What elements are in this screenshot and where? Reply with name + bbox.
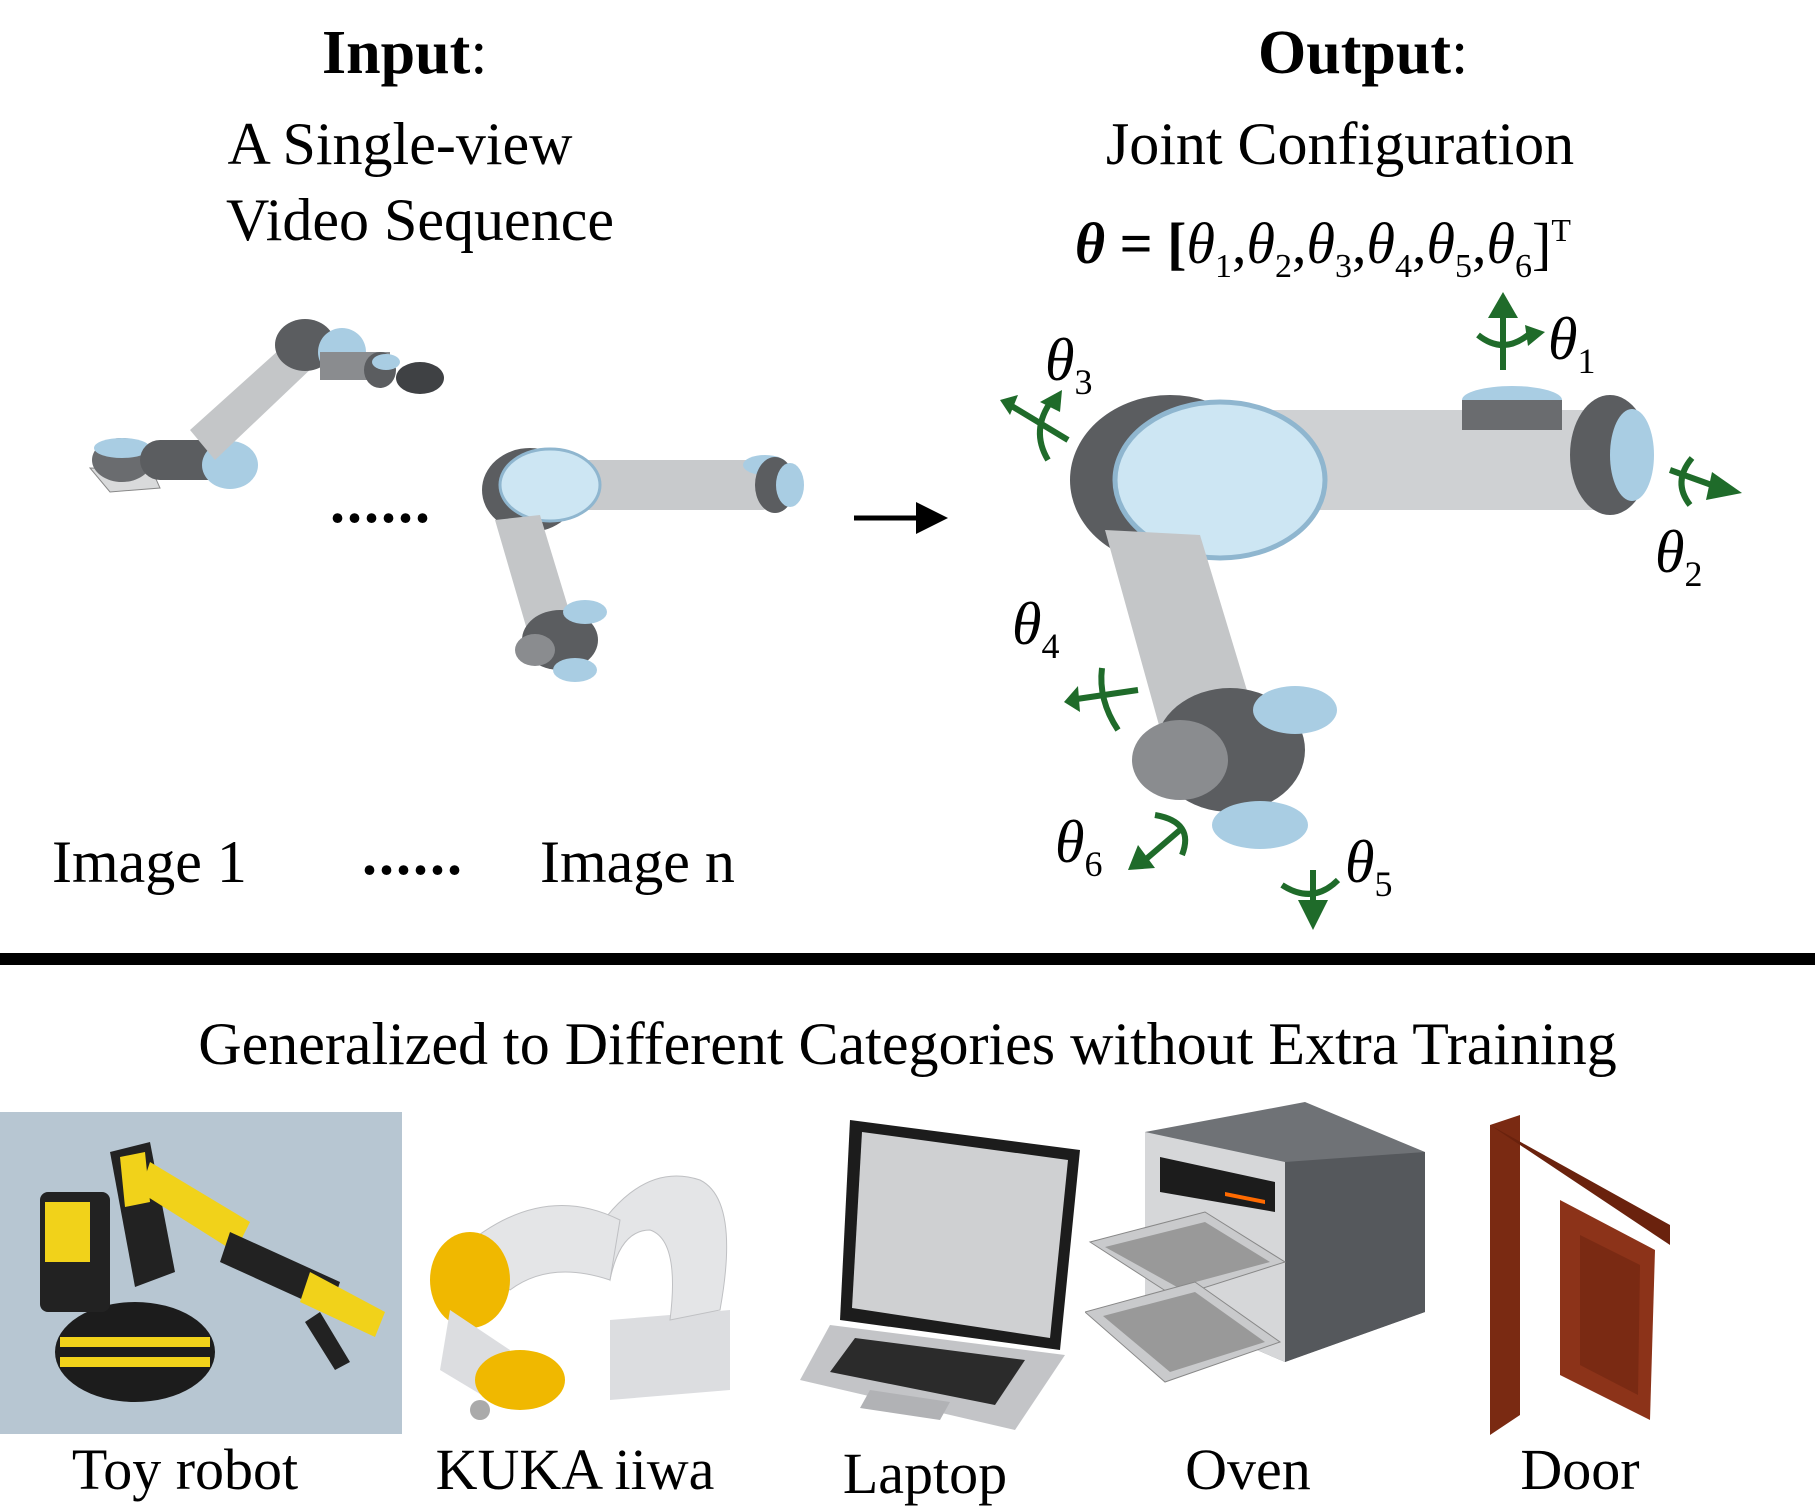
door-image: [1490, 1115, 1670, 1435]
formula-theta-3: θ3: [1306, 211, 1352, 285]
dots-bottom: ......: [362, 821, 464, 887]
joint-arrow-5-icon: [1280, 870, 1341, 930]
theta-6-label: θ6: [1055, 809, 1103, 884]
joint-arrow-4-icon: [1064, 667, 1139, 732]
image-n-label: Image n: [540, 829, 735, 895]
robot-image-n: [482, 447, 804, 682]
input-line2: Video Sequence: [226, 187, 614, 253]
formula-theta-6: θ6: [1486, 211, 1532, 285]
formula-theta-1: θ1: [1186, 211, 1232, 285]
robot-joint-diagram: [1070, 386, 1654, 849]
joint-arrow-2-icon: [1668, 456, 1742, 507]
theta-3-label: θ3: [1045, 327, 1093, 402]
formula-theta-5: θ5: [1426, 211, 1472, 285]
toy-robot-image: [0, 1112, 402, 1434]
joint-formula: θ = [θ1,θ2,θ3,θ4,θ5,θ6]T: [1075, 211, 1571, 285]
category-label-kuka-iiwa: KUKA iiwa: [435, 1437, 715, 1502]
robot-image-1: [88, 319, 444, 493]
oven-image: [1085, 1102, 1425, 1383]
category-label-toy-robot: Toy robot: [71, 1437, 299, 1502]
theta-4-label: θ4: [1012, 591, 1060, 666]
laptop-image: [800, 1120, 1080, 1430]
output-heading: Output:: [1258, 19, 1469, 87]
input-line1: A Single-view: [227, 111, 573, 177]
section-divider: [0, 953, 1815, 965]
category-label-oven: Oven: [1185, 1437, 1311, 1502]
category-label-door: Door: [1520, 1437, 1640, 1502]
joint-arrow-6-icon: [1128, 812, 1189, 870]
output-line1: Joint Configuration: [1105, 111, 1575, 177]
theta-5-label: θ5: [1345, 829, 1393, 904]
dots-top: ......: [330, 469, 432, 535]
joint-arrow-3-icon: [1000, 390, 1070, 462]
category-label-laptop: Laptop: [842, 1441, 1008, 1506]
image-1-label: Image 1: [52, 829, 247, 895]
kuka-iiwa-image: [430, 1175, 730, 1420]
theta-2-label: θ2: [1655, 519, 1703, 594]
joint-arrow-1-icon: [1476, 292, 1545, 370]
input-heading: Input:: [322, 19, 488, 87]
generalization-caption: Generalized to Different Categories with…: [198, 1011, 1617, 1077]
right-arrow: [854, 502, 948, 534]
formula-theta-4: θ4: [1366, 211, 1412, 285]
formula-theta-2: θ2: [1246, 211, 1292, 285]
theta-1-label: θ1: [1548, 306, 1596, 381]
joint-arrows-layer: [1000, 292, 1742, 930]
